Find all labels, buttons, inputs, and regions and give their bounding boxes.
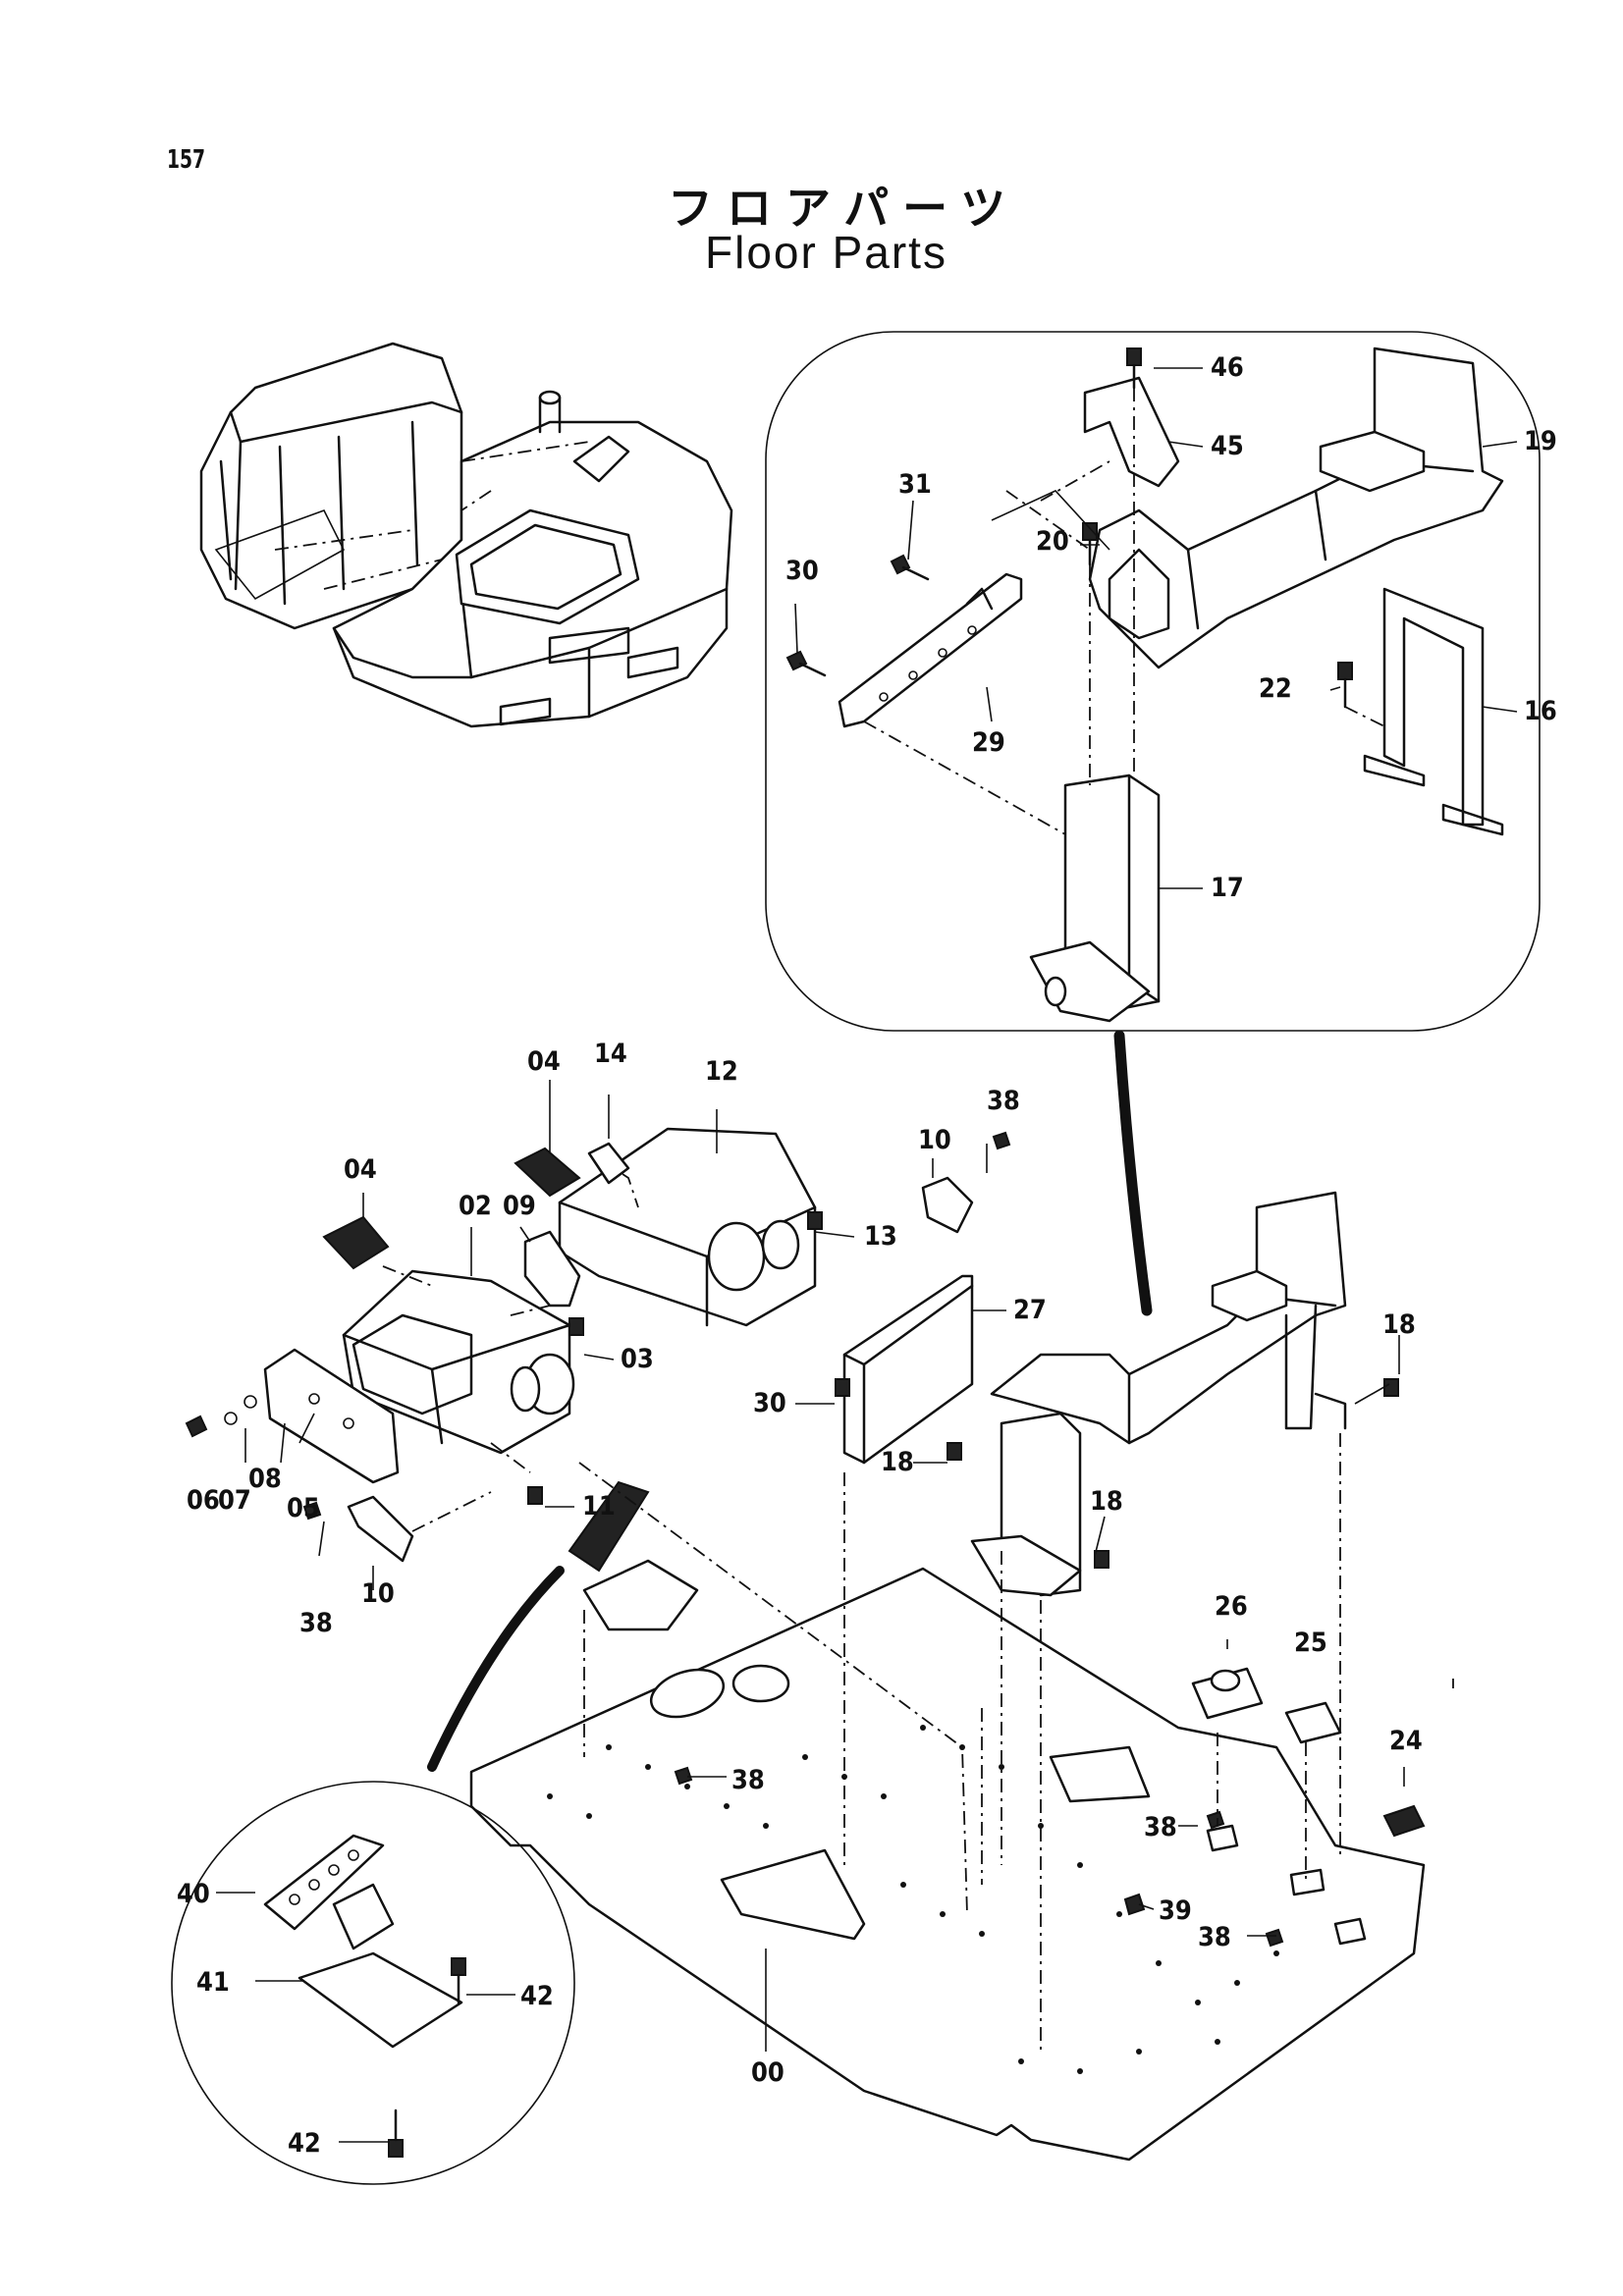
callout-40: 40 bbox=[177, 1879, 210, 1909]
callout-14: 14 bbox=[594, 1039, 627, 1069]
callout-42-right: 42 bbox=[520, 1981, 554, 2011]
callout-29: 29 bbox=[972, 727, 1005, 758]
assembly-connector-line bbox=[1113, 1030, 1153, 1316]
seat-stand-detail-frame bbox=[765, 331, 1541, 1032]
pedal-detail-circle bbox=[171, 1781, 575, 2185]
callout-46: 46 bbox=[1211, 352, 1244, 383]
callout-08: 08 bbox=[248, 1464, 282, 1494]
callout-05: 05 bbox=[287, 1493, 320, 1523]
callout-26: 26 bbox=[1215, 1591, 1248, 1622]
callout-38-lower-right: 38 bbox=[1198, 1922, 1231, 1952]
callout-19: 19 bbox=[1524, 426, 1557, 456]
callout-24: 24 bbox=[1389, 1726, 1423, 1756]
callout-04-upper: 04 bbox=[527, 1046, 561, 1077]
callout-20: 20 bbox=[1036, 526, 1069, 557]
seat-stand-assembly bbox=[785, 347, 1504, 1023]
callout-03: 03 bbox=[621, 1344, 654, 1374]
callout-45: 45 bbox=[1211, 431, 1244, 461]
callout-38-left: 38 bbox=[299, 1608, 333, 1638]
callout-02: 02 bbox=[459, 1191, 492, 1221]
page-number: 157 bbox=[167, 145, 206, 175]
callout-07: 07 bbox=[218, 1485, 251, 1516]
callout-06: 06 bbox=[187, 1485, 220, 1516]
callout-38-mat: 38 bbox=[1144, 1812, 1177, 1842]
callout-10-right: 10 bbox=[918, 1125, 951, 1155]
callout-16: 16 bbox=[1524, 696, 1557, 726]
callout-18-right: 18 bbox=[1382, 1309, 1416, 1340]
callout-13: 13 bbox=[864, 1221, 897, 1252]
callout-18-middle: 18 bbox=[881, 1447, 914, 1477]
callout-39: 39 bbox=[1159, 1896, 1192, 1926]
callout-42-bottom: 42 bbox=[288, 2128, 321, 2159]
floor-assembly bbox=[171, 1127, 1454, 2185]
callout-18-lower: 18 bbox=[1090, 1486, 1123, 1517]
callout-27: 27 bbox=[1013, 1295, 1047, 1325]
callout-17: 17 bbox=[1211, 873, 1244, 903]
callout-00: 00 bbox=[751, 2057, 784, 2088]
callout-30-upper: 30 bbox=[785, 556, 819, 586]
callout-38-center: 38 bbox=[731, 1765, 765, 1795]
callout-38-right: 38 bbox=[987, 1086, 1020, 1116]
callout-12: 12 bbox=[705, 1056, 738, 1087]
callout-11: 11 bbox=[582, 1491, 616, 1522]
excavator-overview-drawing bbox=[199, 342, 733, 728]
callout-10-left: 10 bbox=[361, 1578, 395, 1609]
callout-04-left: 04 bbox=[344, 1154, 377, 1185]
callout-30-lower: 30 bbox=[753, 1388, 786, 1418]
callout-leaders bbox=[216, 367, 1518, 2143]
callout-22: 22 bbox=[1259, 673, 1292, 704]
callout-31: 31 bbox=[898, 469, 932, 500]
callout-25: 25 bbox=[1294, 1628, 1327, 1658]
title-english: Floor Parts bbox=[705, 227, 947, 278]
callout-09: 09 bbox=[503, 1191, 536, 1221]
title-japanese: フロアパーツ bbox=[668, 182, 1020, 235]
callout-41: 41 bbox=[196, 1967, 230, 1998]
callout-labels: 46 45 19 20 31 30 29 22 16 17 04 14 12 3… bbox=[177, 352, 1557, 2159]
